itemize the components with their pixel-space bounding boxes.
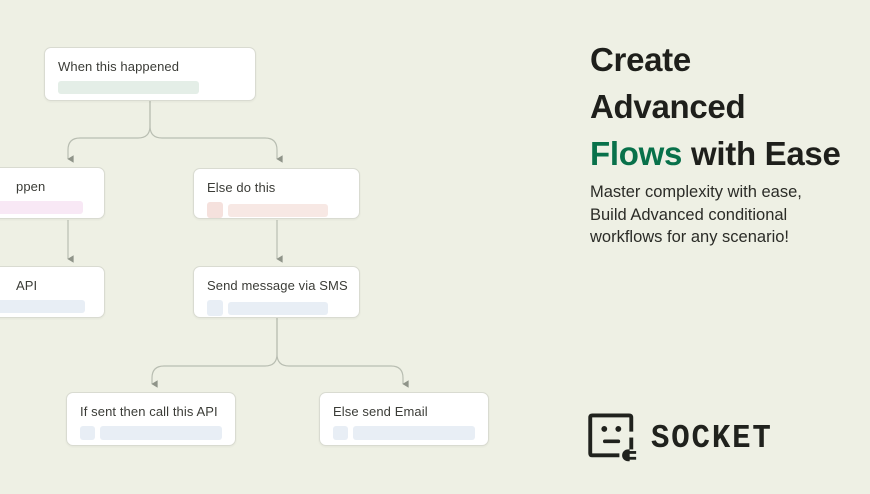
- title-line-1: Create: [590, 41, 691, 78]
- flow-node-label: If sent then call this API: [80, 404, 218, 419]
- title-line-2: Advanced: [590, 88, 746, 125]
- subtitle: Master complexity with ease, Build Advan…: [590, 181, 802, 249]
- placeholder-bars: [333, 426, 475, 440]
- flow-connectors: [67, 101, 409, 388]
- placeholder-bars: [207, 300, 346, 316]
- flow-node-label: Else send Email: [333, 404, 428, 419]
- title-accent-word: Flows: [590, 135, 683, 172]
- flow-node-label: API: [16, 278, 38, 293]
- subtitle-line-3: workflows for any scenario!: [590, 228, 789, 246]
- flow-node-label: Send message via SMS: [207, 278, 348, 293]
- placeholder-bars: [80, 426, 222, 440]
- placeholder-bars: [0, 300, 91, 313]
- title-rest: with Ease: [691, 135, 841, 172]
- flow-node-send-sms: Send message via SMS: [193, 266, 360, 318]
- placeholder-bars: [207, 202, 346, 218]
- flow-node-if-sent: If sent then call this API: [66, 392, 236, 446]
- flow-node-label: When this happened: [58, 59, 180, 74]
- flowchart-illustration: When this happened ppen Else do this API…: [0, 47, 489, 446]
- flow-node-label: Else do this: [207, 180, 276, 195]
- flow-node-trigger: When this happened: [44, 47, 256, 101]
- socket-logo-text: SOCKET: [651, 419, 773, 457]
- placeholder-bars: [0, 201, 91, 214]
- flow-node-label: ppen: [16, 179, 46, 194]
- flow-node-call-api: API: [0, 266, 105, 318]
- subtitle-line-2: Build Advanced conditional: [590, 205, 788, 224]
- socket-logo: SOCKET: [587, 412, 782, 462]
- flow-node-if-branch: ppen: [0, 167, 105, 219]
- flow-node-else-branch: Else do this: [193, 168, 360, 219]
- subtitle-line-1: Master complexity with ease,: [590, 183, 802, 201]
- socket-face-icon: [588, 413, 637, 462]
- placeholder-bars: [58, 81, 242, 94]
- flow-node-else-email: Else send Email: [319, 392, 489, 446]
